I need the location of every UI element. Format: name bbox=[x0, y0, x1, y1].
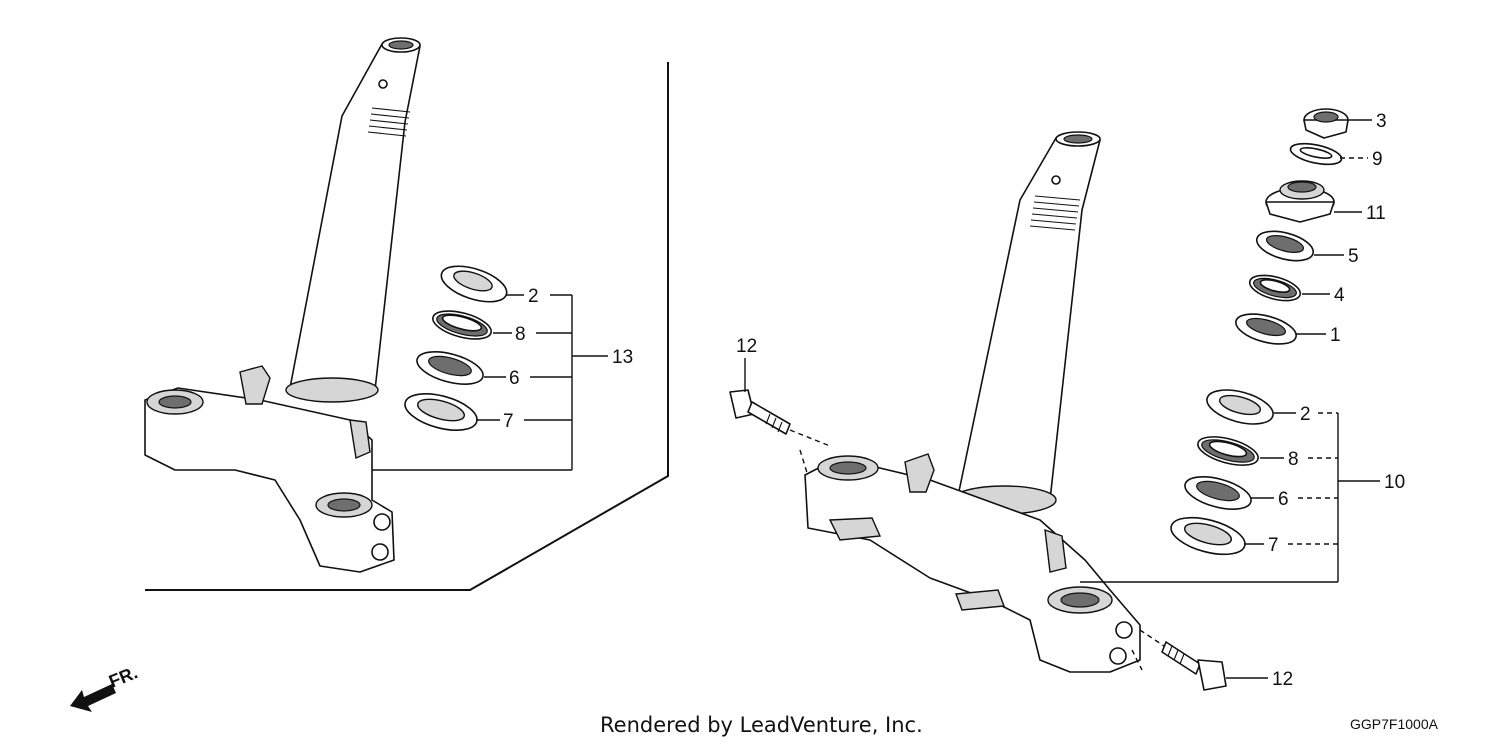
left-callout-13: 13 bbox=[612, 347, 633, 368]
front-direction-arrow-icon bbox=[70, 684, 116, 712]
left-callout-7: 7 bbox=[503, 411, 514, 432]
upper-ball-bearing bbox=[1248, 274, 1302, 302]
right-kit-callout-6: 6 bbox=[1278, 489, 1289, 510]
left-lower-dust-seal bbox=[404, 393, 478, 431]
right-kit-callout-8: 8 bbox=[1288, 449, 1299, 470]
left-steering-stem bbox=[144, 37, 421, 573]
right-steering-stem bbox=[804, 131, 1141, 673]
upper-pinch-bolt bbox=[729, 389, 791, 435]
right-lower-bearing-race bbox=[1184, 476, 1252, 510]
left-callout-6: 6 bbox=[509, 368, 520, 389]
steering-stem-nut bbox=[1303, 108, 1349, 139]
left-assembly-frame bbox=[145, 62, 669, 591]
right-callout-9: 9 bbox=[1372, 149, 1383, 170]
drawing-code: GGP7F1000A bbox=[1350, 716, 1439, 732]
upper-outer-race bbox=[1235, 313, 1297, 345]
upper-bolt-callout-12: 12 bbox=[736, 336, 757, 357]
lower-bolt-callout-12: 12 bbox=[1272, 669, 1293, 690]
upper-bolt-path bbox=[789, 429, 831, 477]
left-bearing-race bbox=[416, 351, 484, 385]
left-callout-leaders bbox=[372, 294, 608, 471]
right-callout-leaders bbox=[744, 119, 1380, 679]
left-callout-8: 8 bbox=[515, 324, 526, 345]
lock-washer bbox=[1289, 142, 1343, 166]
front-direction-label: FR. bbox=[106, 662, 140, 691]
right-lower-dust-seal-bottom bbox=[1170, 516, 1246, 556]
upper-bearing-race bbox=[1255, 230, 1315, 262]
left-upper-dust-seal bbox=[440, 265, 508, 303]
render-credit: Rendered by LeadVenture, Inc. bbox=[600, 713, 923, 737]
right-callout-3: 3 bbox=[1376, 111, 1387, 132]
right-callout-4: 4 bbox=[1334, 285, 1345, 306]
right-callout-11: 11 bbox=[1366, 203, 1386, 224]
left-callout-2: 2 bbox=[528, 286, 539, 307]
right-callout-1: 1 bbox=[1330, 325, 1341, 346]
right-kit-callout-7: 7 bbox=[1268, 535, 1279, 556]
lower-bolt-path bbox=[1131, 629, 1165, 671]
right-lower-ball-bearing bbox=[1197, 436, 1259, 466]
right-callout-5: 5 bbox=[1348, 246, 1359, 267]
adjusting-nut-cap bbox=[1265, 180, 1335, 223]
right-lower-dust-seal-top bbox=[1206, 389, 1274, 425]
right-kit-callout-10: 10 bbox=[1384, 472, 1405, 493]
left-ball-bearing bbox=[432, 310, 492, 340]
right-kit-callout-2: 2 bbox=[1300, 404, 1311, 425]
lower-pinch-bolt bbox=[1161, 641, 1227, 691]
